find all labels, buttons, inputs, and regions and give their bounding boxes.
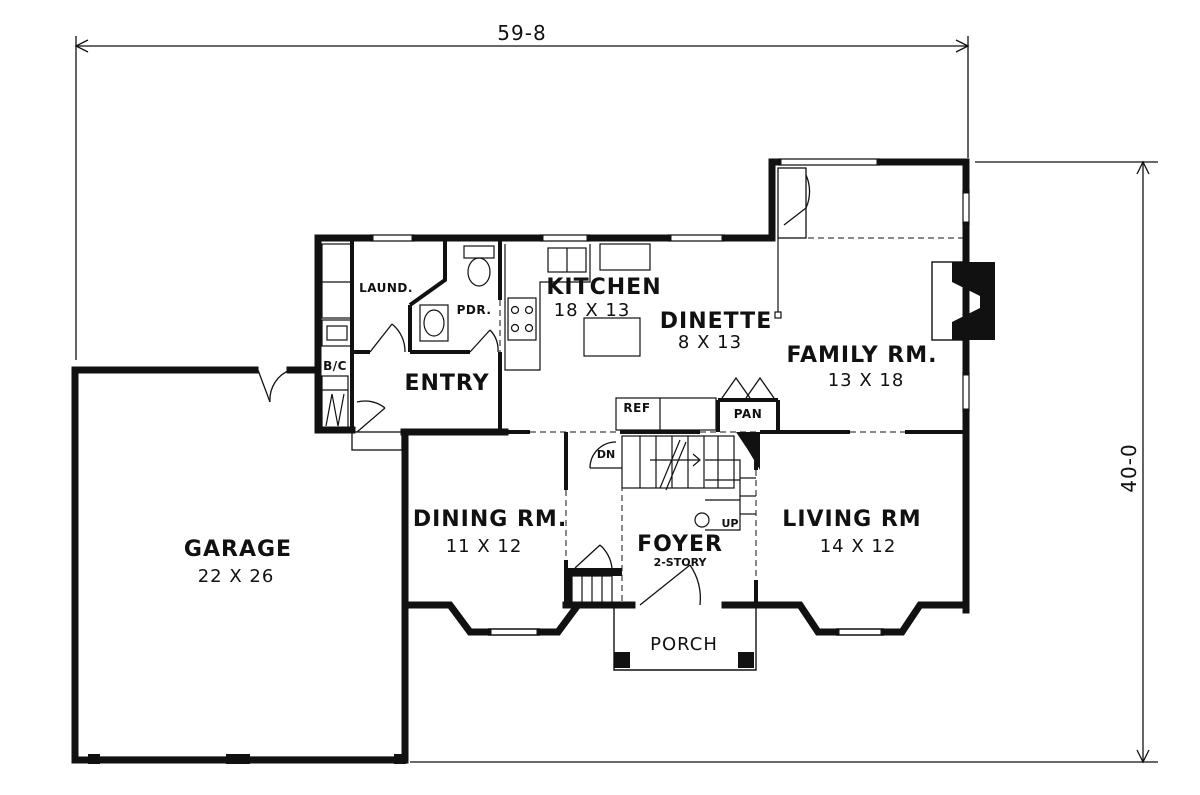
dining-label: DINING RM. (413, 507, 567, 532)
stairs (621, 435, 756, 531)
wall-blocks (566, 432, 760, 608)
porch-label: PORCH (650, 634, 718, 655)
foyer-label: FOYER (637, 532, 723, 557)
dimension-lines (74, 36, 1158, 764)
laundry-label: LAUND. (359, 281, 413, 295)
family-dim: 13 X 18 (828, 370, 905, 391)
powder-label: PDR. (457, 303, 492, 317)
porch (613, 608, 757, 671)
dinette-dim: 8 X 13 (678, 332, 742, 353)
living-label: LIVING RM (782, 507, 921, 532)
fixtures (321, 238, 782, 431)
kitchen-label: KITCHEN (546, 275, 661, 300)
garage-dim: 22 X 26 (198, 566, 275, 587)
exterior-walls (71, 158, 970, 764)
garage-label: GARAGE (184, 537, 292, 562)
dinette-label: DINETTE (660, 309, 772, 334)
garage-door-jambs (88, 754, 406, 764)
bc-label: B/C (323, 359, 347, 373)
depth-dimension: 40-0 (1117, 443, 1141, 492)
doors (257, 167, 811, 606)
entry-label: ENTRY (404, 371, 489, 396)
family-label: FAMILY RM. (787, 343, 938, 368)
fireplace (931, 261, 995, 341)
ref-label: REF (623, 401, 650, 415)
kitchen-dim: 18 X 13 (554, 300, 631, 321)
closet-shelving (571, 575, 613, 605)
bay-windows (453, 609, 917, 636)
dining-dim: 11 X 12 (446, 536, 523, 557)
room-labels: GARAGE 22 X 26 KITCHEN 18 X 13 DINETTE 8… (184, 275, 938, 655)
width-dimension: 59-8 (497, 21, 546, 45)
bc-closet (321, 375, 349, 429)
living-dim: 14 X 12 (820, 536, 897, 557)
pantry-label: PAN (734, 407, 763, 421)
foyer-sub: 2-STORY (654, 556, 708, 569)
windows (100, 158, 970, 758)
stair-down-label: DN (597, 448, 615, 461)
stair-up-label: UP (722, 517, 739, 530)
